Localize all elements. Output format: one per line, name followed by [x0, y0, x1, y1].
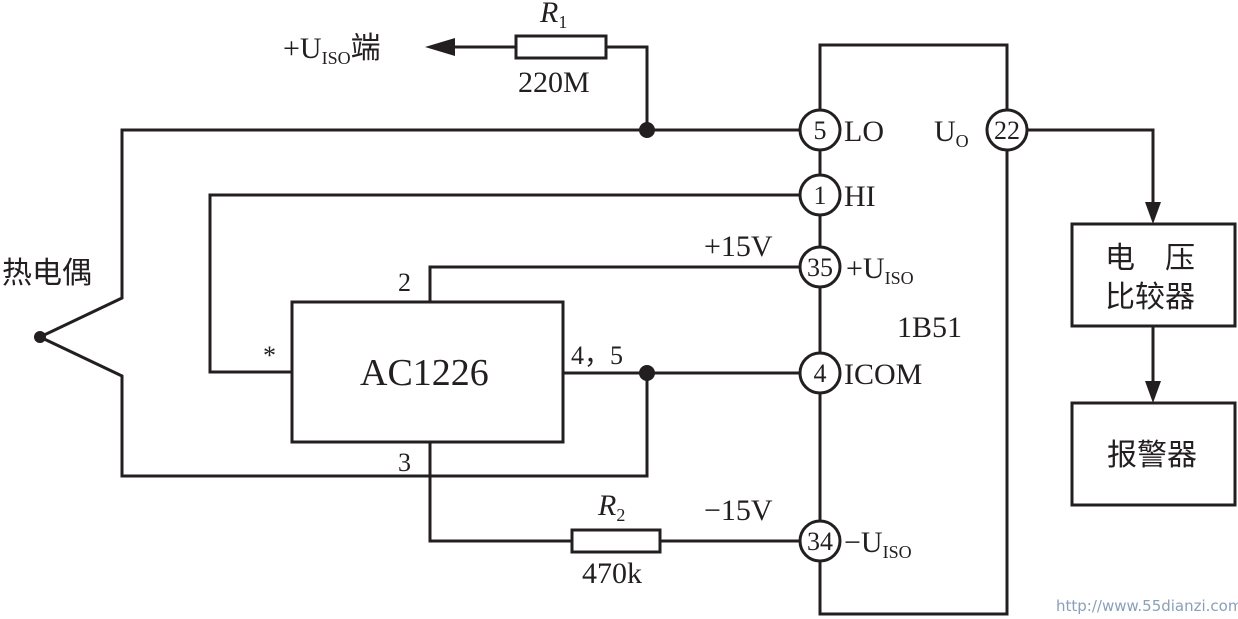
wire-output	[1025, 128, 1155, 215]
wires	[38, 43, 1155, 616]
r1-label: R1	[539, 0, 567, 32]
pin-name-icom: ICOM	[844, 358, 922, 391]
junction-icom	[639, 365, 655, 381]
pin-name-hi: HI	[844, 180, 876, 213]
ic-pin-2: 2	[398, 268, 411, 297]
wire-pin3	[428, 440, 574, 543]
watermark: http://www.55dianzi.com	[1056, 597, 1238, 615]
pin-circle-4	[798, 351, 842, 395]
pin-circle-5	[798, 108, 842, 152]
wire-r1-branch	[604, 45, 649, 132]
r1-value: 220M	[518, 66, 590, 99]
pin-circle-22	[985, 108, 1029, 152]
r2-label: R2	[597, 489, 625, 525]
alarm-box	[1070, 401, 1237, 507]
pin-number-22: 22	[994, 116, 1020, 145]
uiso-end-label: +UISO端	[283, 31, 381, 68]
pin-number-4: 4	[814, 359, 827, 388]
output-label-uo: UO	[934, 115, 969, 151]
ic-ac1226	[290, 300, 565, 444]
arrow-to-uiso	[425, 38, 455, 56]
label-plus15v: +15V	[704, 230, 773, 263]
wire-module-bus	[818, 43, 1009, 616]
ic-pin-star: *	[263, 341, 276, 370]
pin-name-lo: LO	[844, 115, 884, 148]
resistor-r2	[570, 528, 662, 554]
pin-number-1: 1	[814, 181, 827, 210]
pin-circle-34	[798, 519, 842, 563]
pin-name-minus-uiso: −UISO	[844, 526, 912, 562]
pin-number-34: 34	[807, 527, 833, 556]
wire-hi	[208, 193, 802, 374]
arrow-to-comparator	[1145, 202, 1161, 224]
pin-number-5: 5	[814, 116, 827, 145]
ic-pin-3: 3	[398, 448, 411, 477]
wire-plus15v	[428, 265, 802, 304]
wire-thermocouple-upper	[38, 128, 802, 339]
resistor-r1	[514, 34, 608, 60]
wire-thermocouple-lower	[38, 335, 649, 478]
comparator-label-line1: 电 压	[1105, 241, 1195, 276]
thermocouple-label: 热电偶	[2, 256, 92, 291]
ic-pin-45: 4，5	[571, 341, 623, 370]
alarm-label: 报警器	[1107, 438, 1197, 473]
comparator-box	[1070, 222, 1237, 328]
thermocouple-junction	[34, 331, 46, 343]
pin-circle-1	[798, 173, 842, 217]
pin-number-35: 35	[807, 253, 833, 282]
pin-name-plus-uiso: +UISO	[846, 252, 914, 288]
ic-name-ac1226: AC1226	[360, 352, 489, 394]
arrow-to-alarm	[1145, 381, 1161, 403]
module-name-1b51: 1B51	[897, 311, 962, 344]
pin-circle-35	[798, 245, 842, 289]
junction-lo	[639, 122, 655, 138]
label-minus15v: −15V	[704, 494, 773, 527]
r2-value: 470k	[582, 557, 642, 590]
comparator-label-line2: 比较器	[1105, 280, 1195, 315]
